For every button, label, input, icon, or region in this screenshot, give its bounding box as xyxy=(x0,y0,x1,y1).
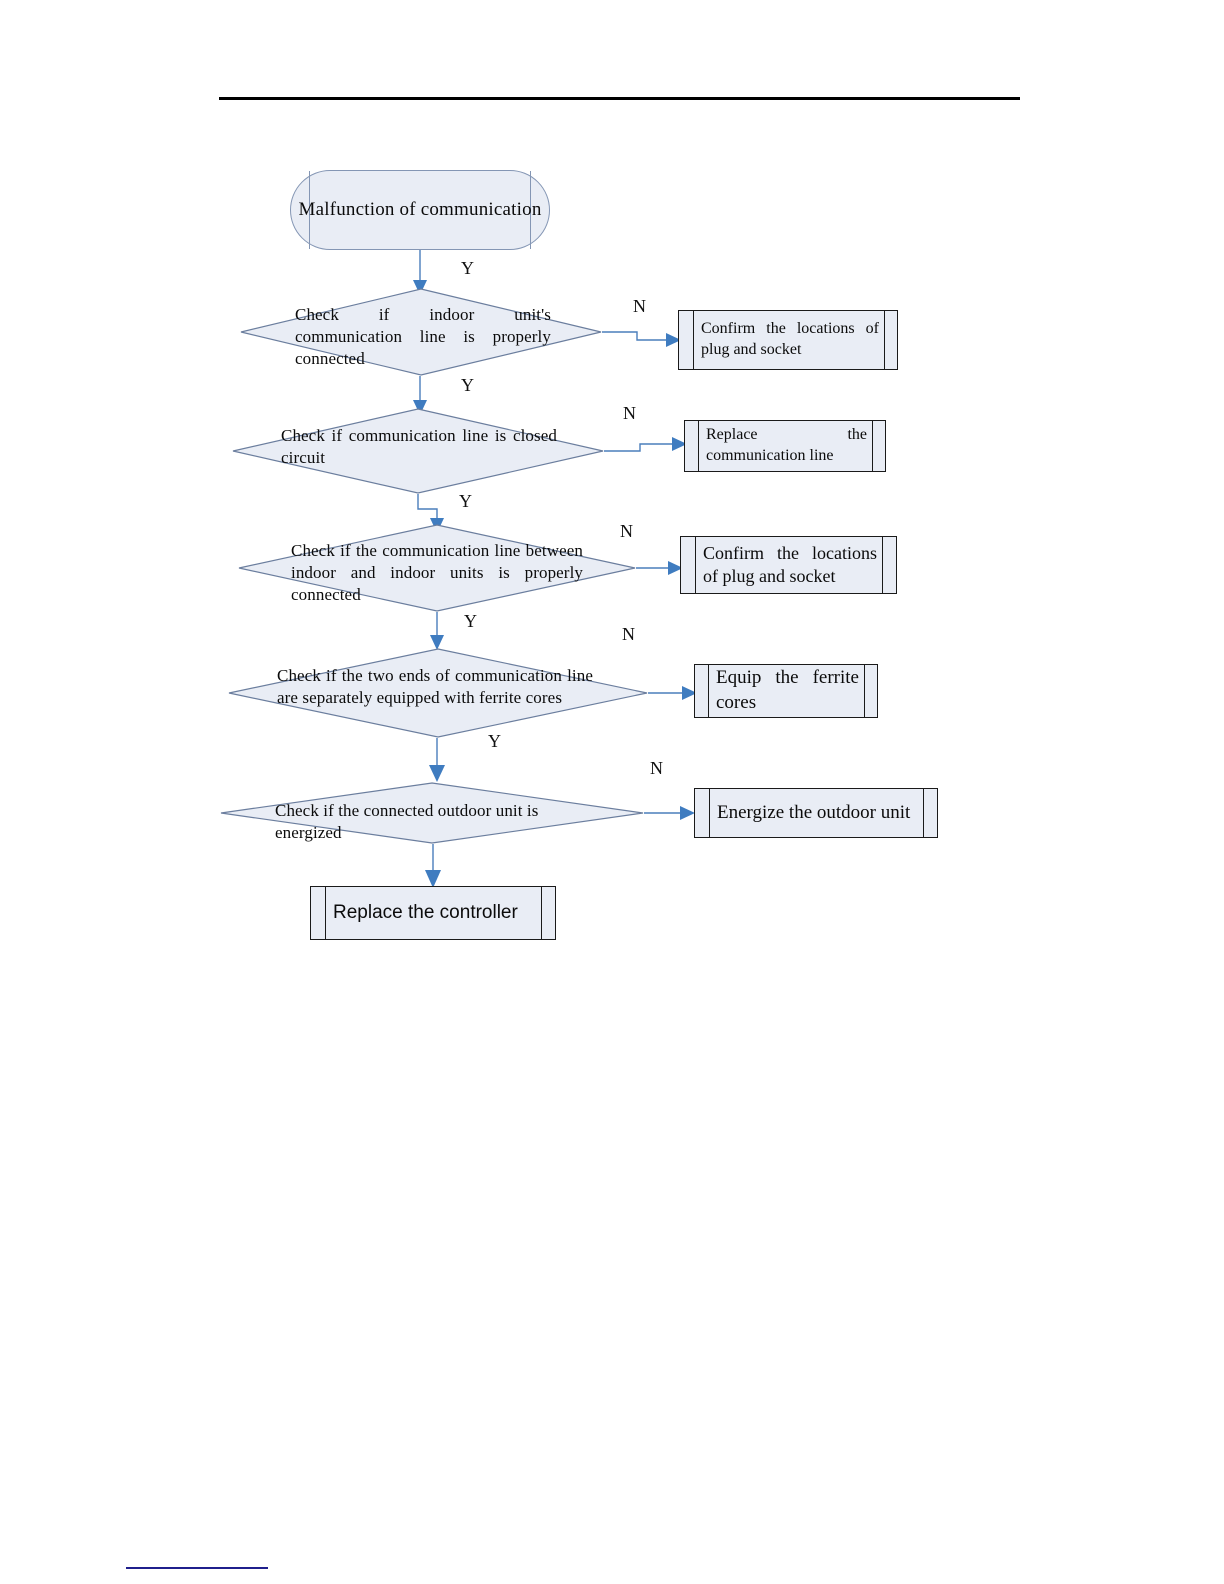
action-4-label: Equip the ferrite cores xyxy=(716,667,859,713)
action-4-left-cell xyxy=(695,665,709,717)
flow-node-action-3: Confirm the locations of plug and socket xyxy=(680,536,897,594)
terminator-left-divider xyxy=(309,171,310,249)
action-5-left-cell xyxy=(695,789,710,837)
action-3-label: Confirm the locations of plug and socket xyxy=(703,542,877,586)
branch-label-d4-yes: Y xyxy=(488,731,501,751)
action-1-text-cell: Confirm the locations of plug and socket xyxy=(694,311,884,369)
flow-node-decision-1: Check if indoor unit's communication lin… xyxy=(240,288,602,376)
flow-node-action-4: Equip the ferrite cores xyxy=(694,664,878,718)
action-1-left-cell xyxy=(679,311,694,369)
decision-1-label: Check if indoor unit's communication lin… xyxy=(295,305,551,368)
branch-label-d2-yes: Y xyxy=(459,491,472,511)
branch-label-d4-no: N xyxy=(622,624,635,644)
flow-node-action-2: Replace the communication line xyxy=(684,420,886,472)
action-5-text-cell: Energize the outdoor unit xyxy=(710,789,923,837)
action-3-right-cell xyxy=(882,537,896,593)
action-2-right-cell xyxy=(872,421,885,471)
action-6-right-cell xyxy=(541,887,555,939)
branch-label-d5-no: N xyxy=(650,758,663,778)
action-6-text-cell: Replace the controller xyxy=(326,887,541,939)
flow-node-decision-5: Check if the connected outdoor unit is e… xyxy=(220,782,644,844)
decision-3-label: Check if the communication line between … xyxy=(291,541,583,604)
flow-node-action-6: Replace the controller xyxy=(310,886,556,940)
action-5-right-cell xyxy=(923,789,937,837)
action-3-left-cell xyxy=(681,537,696,593)
decision-5-label: Check if the connected outdoor unit is e… xyxy=(275,801,539,842)
action-2-left-cell xyxy=(685,421,699,471)
action-6-label: Replace the controller xyxy=(333,901,518,923)
action-6-left-cell xyxy=(311,887,326,939)
branch-label-d1-no: N xyxy=(633,296,646,316)
action-2-label: Replace the communication line xyxy=(706,426,867,464)
decision-2-label: Check if communication line is closed ci… xyxy=(281,426,557,467)
action-1-label: Confirm the locations of plug and socket xyxy=(701,320,879,358)
action-4-right-cell xyxy=(864,665,877,717)
branch-label-d1-yes: Y xyxy=(461,375,474,395)
header-rule xyxy=(219,97,1020,100)
flow-node-decision-4: Check if the two ends of communication l… xyxy=(228,648,648,738)
action-1-right-cell xyxy=(884,311,897,369)
footer-rule xyxy=(126,1567,268,1569)
flow-node-action-5: Energize the outdoor unit xyxy=(694,788,938,838)
branch-label-d3-yes: Y xyxy=(464,611,477,631)
branch-label-d2-no: N xyxy=(623,403,636,423)
branch-label-start-yes: Y xyxy=(461,258,474,278)
flow-node-start: Malfunction of communication xyxy=(290,170,550,250)
flow-node-decision-3: Check if the communication line between … xyxy=(238,524,636,612)
flow-node-decision-2: Check if communication line is closed ci… xyxy=(232,408,604,494)
action-4-text-cell: Equip the ferrite cores xyxy=(709,665,864,717)
branch-label-d3-no: N xyxy=(620,521,633,541)
action-3-text-cell: Confirm the locations of plug and socket xyxy=(696,537,882,593)
decision-4-label: Check if the two ends of communication l… xyxy=(277,666,593,707)
action-5-label: Energize the outdoor unit xyxy=(717,801,911,823)
flow-node-action-1: Confirm the locations of plug and socket xyxy=(678,310,898,370)
action-2-text-cell: Replace the communication line xyxy=(699,421,872,471)
start-node-label: Malfunction of communication xyxy=(298,199,542,220)
terminator-right-divider xyxy=(530,171,531,249)
